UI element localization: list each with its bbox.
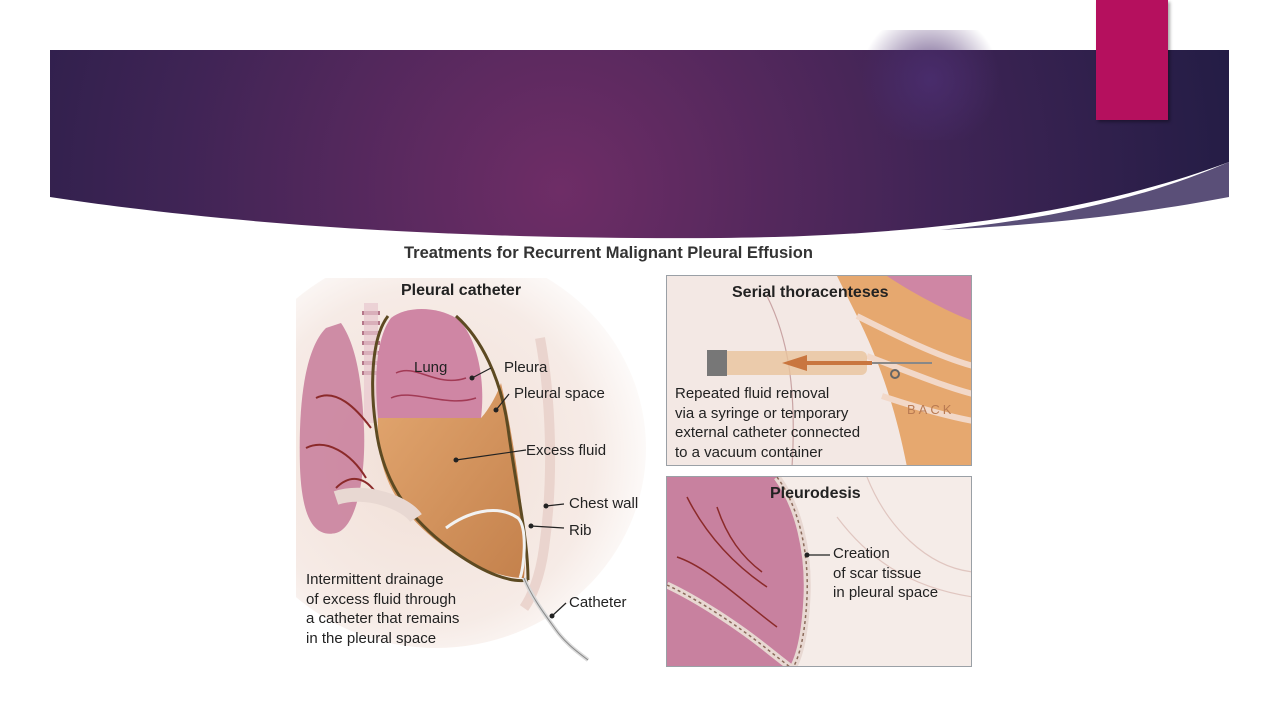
serial-thoracenteses-panel: Serial thoracenteses BACK Repeated fluid… xyxy=(666,275,972,466)
accent-tab xyxy=(1096,0,1168,120)
figure-title: Treatments for Recurrent Malignant Pleur… xyxy=(404,244,813,262)
back-label: BACK xyxy=(907,402,955,417)
lung-label: Lung xyxy=(414,359,448,376)
pleural-space-label: Pleural space xyxy=(514,385,605,402)
slide-header-banner xyxy=(50,30,1229,239)
pleura-label: Pleura xyxy=(504,359,548,376)
serial-thoracenteses-caption: Repeated fluid removal via a syringe or … xyxy=(675,385,861,461)
thoracentesis-illustration xyxy=(667,276,971,465)
pleural-catheter-panel: Pleural catheter Lung Pleura Pleural spa… xyxy=(296,278,662,662)
pleurodesis-panel: Pleurodesis Creation of scar tissue in p… xyxy=(666,476,972,667)
pleurodesis-heading: Pleurodesis xyxy=(770,485,861,502)
pleurodesis-caption: Creation of scar tissue in pleural space xyxy=(833,545,939,601)
catheter-label: Catheter xyxy=(569,594,627,611)
excess-fluid-label: Excess fluid xyxy=(526,442,607,459)
serial-thoracenteses-heading: Serial thoracenteses xyxy=(732,284,889,301)
pleural-catheter-caption: Intermittent drainage of excess fluid th… xyxy=(306,571,460,647)
pleurodesis-illustration xyxy=(667,477,971,666)
pleural-catheter-illustration xyxy=(296,278,646,662)
pleural-catheter-heading: Pleural catheter xyxy=(401,282,522,299)
chest-wall-label: Chest wall xyxy=(569,495,639,512)
rib-label: Rib xyxy=(569,522,592,539)
